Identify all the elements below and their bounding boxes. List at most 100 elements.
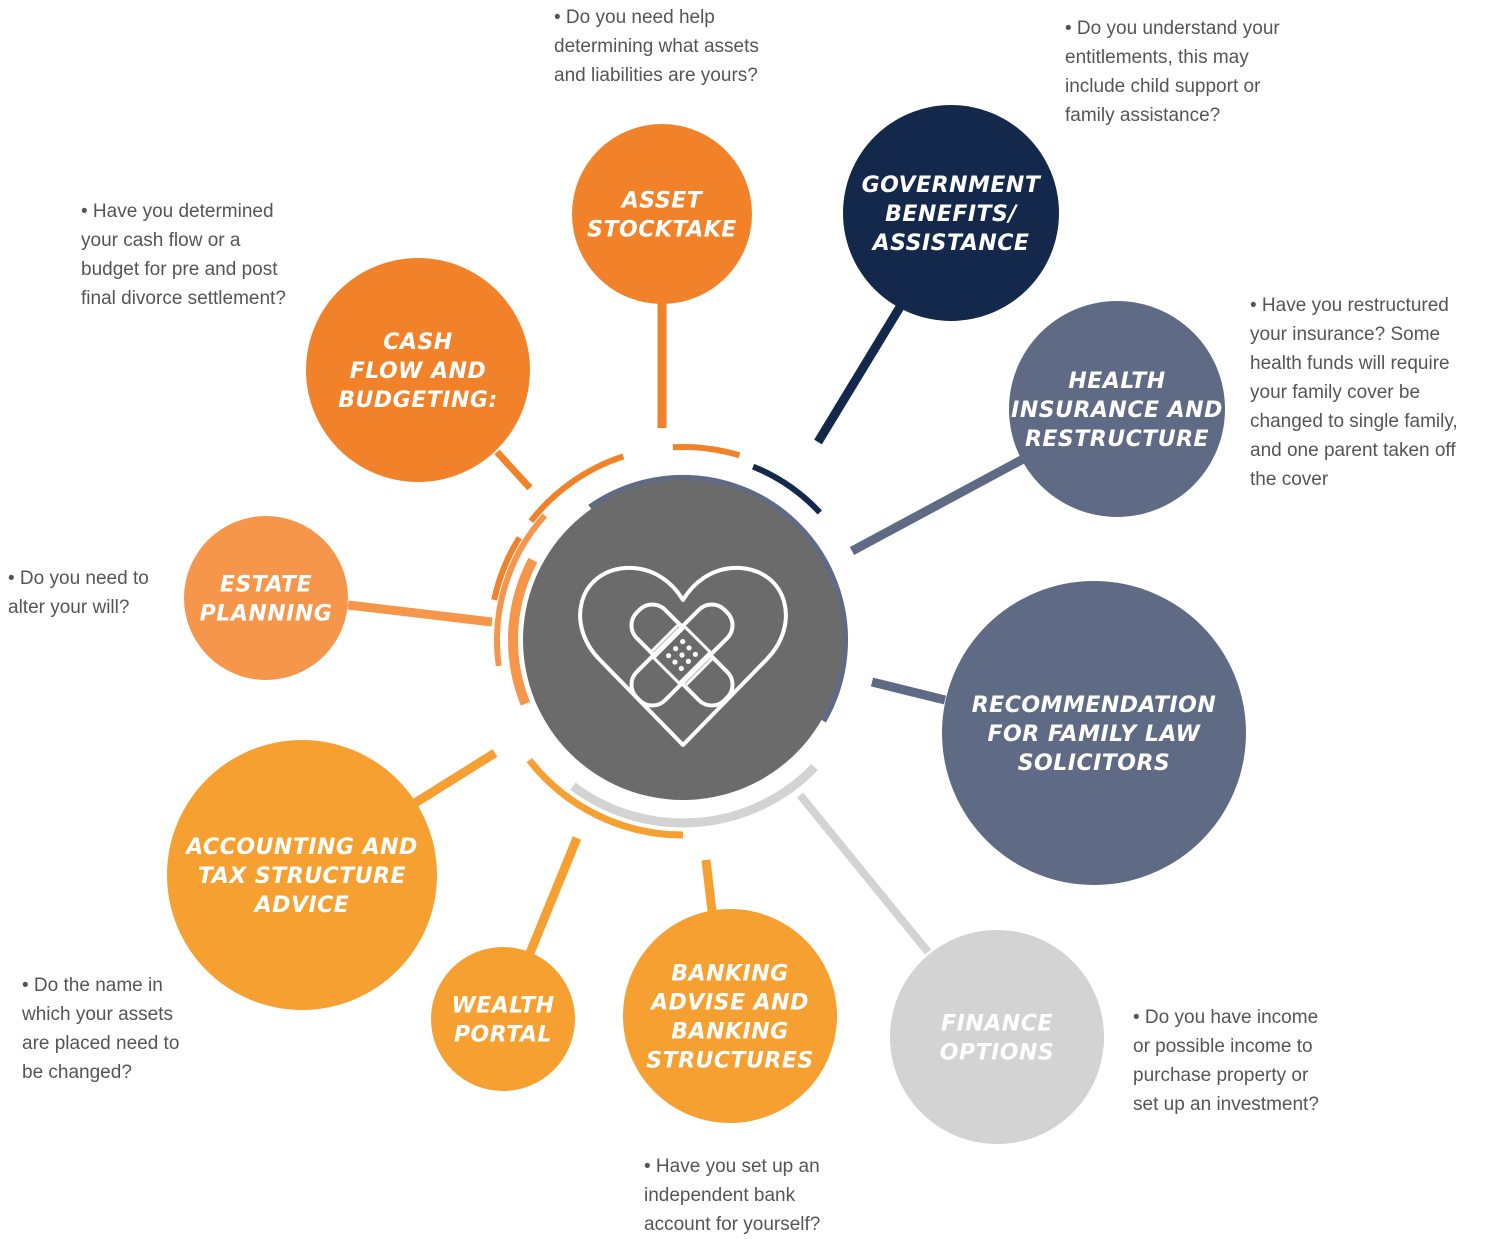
finance-options-label-line: FINANCE: [941, 1012, 1053, 1037]
cash-flow-label-line: CASH: [383, 330, 452, 355]
note-accounting-line: be changed?: [22, 1062, 132, 1083]
cash-flow-circle: [306, 258, 530, 482]
note-cashflow-line: final divorce settlement?: [81, 288, 286, 309]
note-government-line: entitlements, this may: [1065, 47, 1249, 68]
health-insurance-label-line: INSURANCE AND: [1011, 398, 1223, 423]
note-banking-line: account for yourself?: [644, 1214, 821, 1235]
banking-label-line: BANKING: [671, 1020, 788, 1045]
government-benefits-label-line: ASSISTANCE: [871, 231, 1030, 256]
node-banking: BANKING ADVISE AND BANKING STRUCTURES: [623, 909, 837, 1123]
note-asset-line: determining what assets: [554, 36, 759, 57]
note-health-line: your insurance? Some: [1250, 324, 1441, 345]
wealth-portal-label-line: WEALTH: [451, 994, 554, 1019]
accounting-tax-circle: [167, 740, 437, 1010]
estate-planning-circle: [184, 516, 348, 680]
banking-label-line: BANKING: [671, 962, 788, 987]
estate-planning-label-line: ESTATE: [220, 573, 312, 598]
connector-government-benefits: [814, 304, 904, 445]
node-health-insurance: HEALTH INSURANCE AND RESTRUCTURE: [1009, 301, 1225, 517]
note-health-line: • Have you restructured: [1250, 295, 1449, 316]
cash-flow-label-line: BUDGETING:: [338, 388, 497, 413]
connector-health-insurance: [849, 454, 1028, 555]
ring-arc-cashflow-lower: [491, 536, 522, 601]
asset-stocktake-circle: [572, 124, 752, 304]
accounting-tax-label-line: TAX STRUCTURE: [198, 864, 406, 889]
note-accounting-line: are placed need to: [22, 1033, 180, 1054]
note-government-line: • Do you understand your: [1065, 18, 1280, 39]
banking-label-line: ADVISE AND: [649, 991, 809, 1016]
node-family-law: RECOMMENDATION FOR FAMILY LAW SOLICITORS: [942, 581, 1246, 885]
finance-options-label-line: OPTIONS: [940, 1041, 1054, 1066]
node-asset-stocktake: ASSET STOCKTAKE: [572, 124, 752, 304]
note-asset: • Do you need help determining what asset…: [554, 3, 759, 90]
banking-circle: [623, 909, 837, 1123]
note-finance: • Do you have income or possible income t…: [1133, 1003, 1319, 1119]
banking-label-line: STRUCTURES: [646, 1049, 814, 1074]
note-health-line: your family cover be: [1250, 382, 1421, 403]
ring-arc-banking: [526, 757, 684, 839]
note-estate-line: alter your will?: [8, 597, 130, 618]
note-cashflow-line: • Have you determined: [81, 201, 274, 222]
note-finance-line: or possible income to: [1133, 1036, 1313, 1057]
ring-arc-asset: [672, 444, 741, 459]
note-health-line: health funds will require: [1250, 353, 1450, 374]
cash-flow-label-line: FLOW AND: [350, 359, 487, 384]
heart-bandage-icon: [578, 565, 788, 747]
note-government-line: family assistance?: [1065, 105, 1221, 126]
connector-wealth-portal: [525, 836, 582, 955]
ring-arc-navy: [751, 463, 822, 515]
note-asset-line: and liabilities are yours?: [554, 65, 758, 86]
note-estate: • Do you need to alter your will?: [8, 564, 149, 622]
note-health-line: and one parent taken off: [1250, 440, 1456, 461]
asset-stocktake-label-line: STOCKTAKE: [587, 218, 737, 243]
node-cash-flow: CASH FLOW AND BUDGETING:: [306, 258, 530, 482]
note-finance-line: • Do you have income: [1133, 1007, 1319, 1028]
health-insurance-label-line: RESTRUCTURE: [1025, 427, 1209, 452]
note-government-line: include child support or: [1065, 76, 1261, 97]
connector-cash-flow: [494, 449, 533, 491]
note-health: • Have you restructured your insurance? S…: [1250, 291, 1458, 494]
ring-arc-finance: [570, 763, 818, 828]
note-asset-line: • Do you need help: [554, 7, 715, 28]
connector-finance-options: [796, 792, 932, 955]
node-government-benefits: GOVERNMENT BENEFITS/ASSISTANCE: [843, 105, 1059, 321]
family-law-label-line: RECOMMENDATION: [972, 693, 1217, 718]
ring-arc-slate-top: [588, 474, 839, 588]
accounting-tax-label-line: ACCOUNTING AND: [184, 835, 418, 860]
government-benefits-circle: [843, 105, 1059, 321]
note-cashflow-line: your cash flow or a: [81, 230, 241, 251]
node-finance-options: FINANCE OPTIONS: [890, 930, 1104, 1144]
government-benefits-label-line: BENEFITS/: [885, 202, 1018, 227]
node-wealth-portal: WEALTH PORTAL: [431, 947, 575, 1091]
note-health-line: the cover: [1250, 469, 1329, 490]
note-finance-line: purchase property or: [1133, 1065, 1309, 1086]
health-insurance-circle: [1009, 301, 1225, 517]
asset-stocktake-label-line: ASSET: [620, 189, 704, 214]
note-estate-line: • Do you need to: [8, 568, 149, 589]
ring-arc-estate-inner: [508, 557, 538, 706]
connector-banking: [701, 859, 717, 912]
note-cashflow: • Have you determined your cash flow or a…: [81, 197, 286, 313]
health-insurance-label-line: HEALTH: [1068, 369, 1165, 394]
ring-arc-cashflow: [528, 453, 625, 524]
connector-accounting-tax: [412, 749, 498, 807]
note-accounting-line: • Do the name in: [22, 975, 163, 996]
government-benefits-label-line: GOVERNMENT: [862, 173, 1042, 198]
note-banking-line: independent bank: [644, 1185, 796, 1206]
family-law-label-line: FOR FAMILY LAW: [988, 722, 1202, 747]
ring-arc-estate: [494, 513, 548, 667]
family-law-label-line: SOLICITORS: [1018, 751, 1171, 776]
connector-family-law: [870, 677, 947, 705]
node-accounting-tax: ACCOUNTING AND TAX STRUCTURE ADVICE: [167, 740, 437, 1010]
connector-estate-planning: [347, 600, 493, 627]
wealth-portal-label-line: PORTAL: [454, 1023, 552, 1048]
finance-options-circle: [890, 930, 1104, 1144]
note-government: • Do you understand your entitlements, th…: [1065, 14, 1280, 130]
accounting-tax-label-line: ADVICE: [253, 893, 350, 918]
wealth-portal-circle: [431, 947, 575, 1091]
note-cashflow-line: budget for pre and post: [81, 259, 278, 280]
